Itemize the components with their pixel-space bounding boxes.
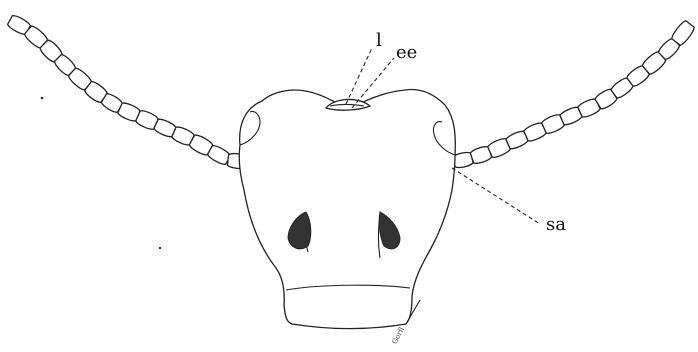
speck-2 (159, 247, 161, 249)
leader-sa (452, 168, 540, 224)
left-antenna (7, 14, 247, 169)
head-outline (239, 90, 455, 329)
label-l: l (376, 30, 382, 51)
right-antenna (452, 20, 695, 169)
leader-l (346, 48, 372, 104)
artist-signature: Gorfl (391, 326, 407, 346)
head-capsule (239, 90, 455, 329)
label-sa: sa (546, 214, 566, 235)
speck-1 (41, 97, 44, 100)
label-ee: ee (396, 42, 417, 63)
